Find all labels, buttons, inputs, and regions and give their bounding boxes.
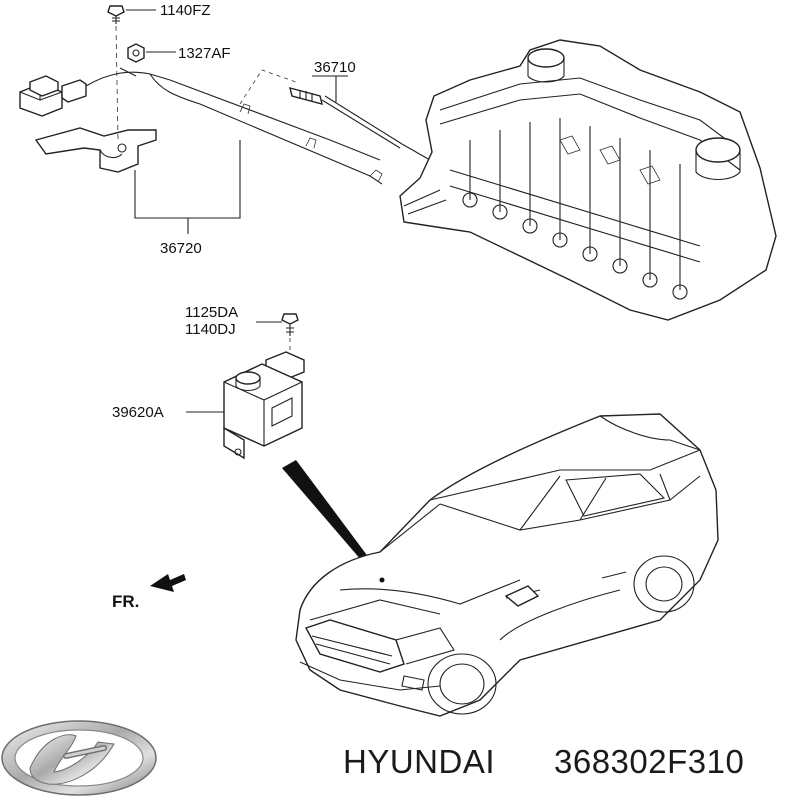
bracket-icon [34,127,157,173]
bolt-mid-icon [281,313,299,336]
controller-assembly [186,313,305,460]
footer-brand: HYUNDAI [343,743,495,780]
suv-vehicle-icon [295,413,719,717]
label-39620A: 39620A [112,404,164,421]
label-1140DJ: 1140DJ [185,321,236,338]
label-36720: 36720 [160,240,202,257]
label-36710: 36710 [314,59,356,76]
bolt-top-icon [107,5,125,24]
front-indicator-label: FR. [112,592,139,611]
glow-plug-icon [289,87,431,161]
label-1125DA: 1125DA [185,304,238,321]
connector-icon [19,75,87,117]
label-1327AF: 1327AF [178,45,231,62]
front-arrow-icon [150,574,186,592]
engine-block-icon [399,39,777,321]
label-1140FZ: 1140FZ [160,2,211,19]
hyundai-logo-icon [1,720,157,796]
harness-assembly [19,5,431,234]
footer-part-number: 368302F310 [554,743,744,780]
nut-icon [127,43,145,63]
location-pointer [282,460,384,582]
